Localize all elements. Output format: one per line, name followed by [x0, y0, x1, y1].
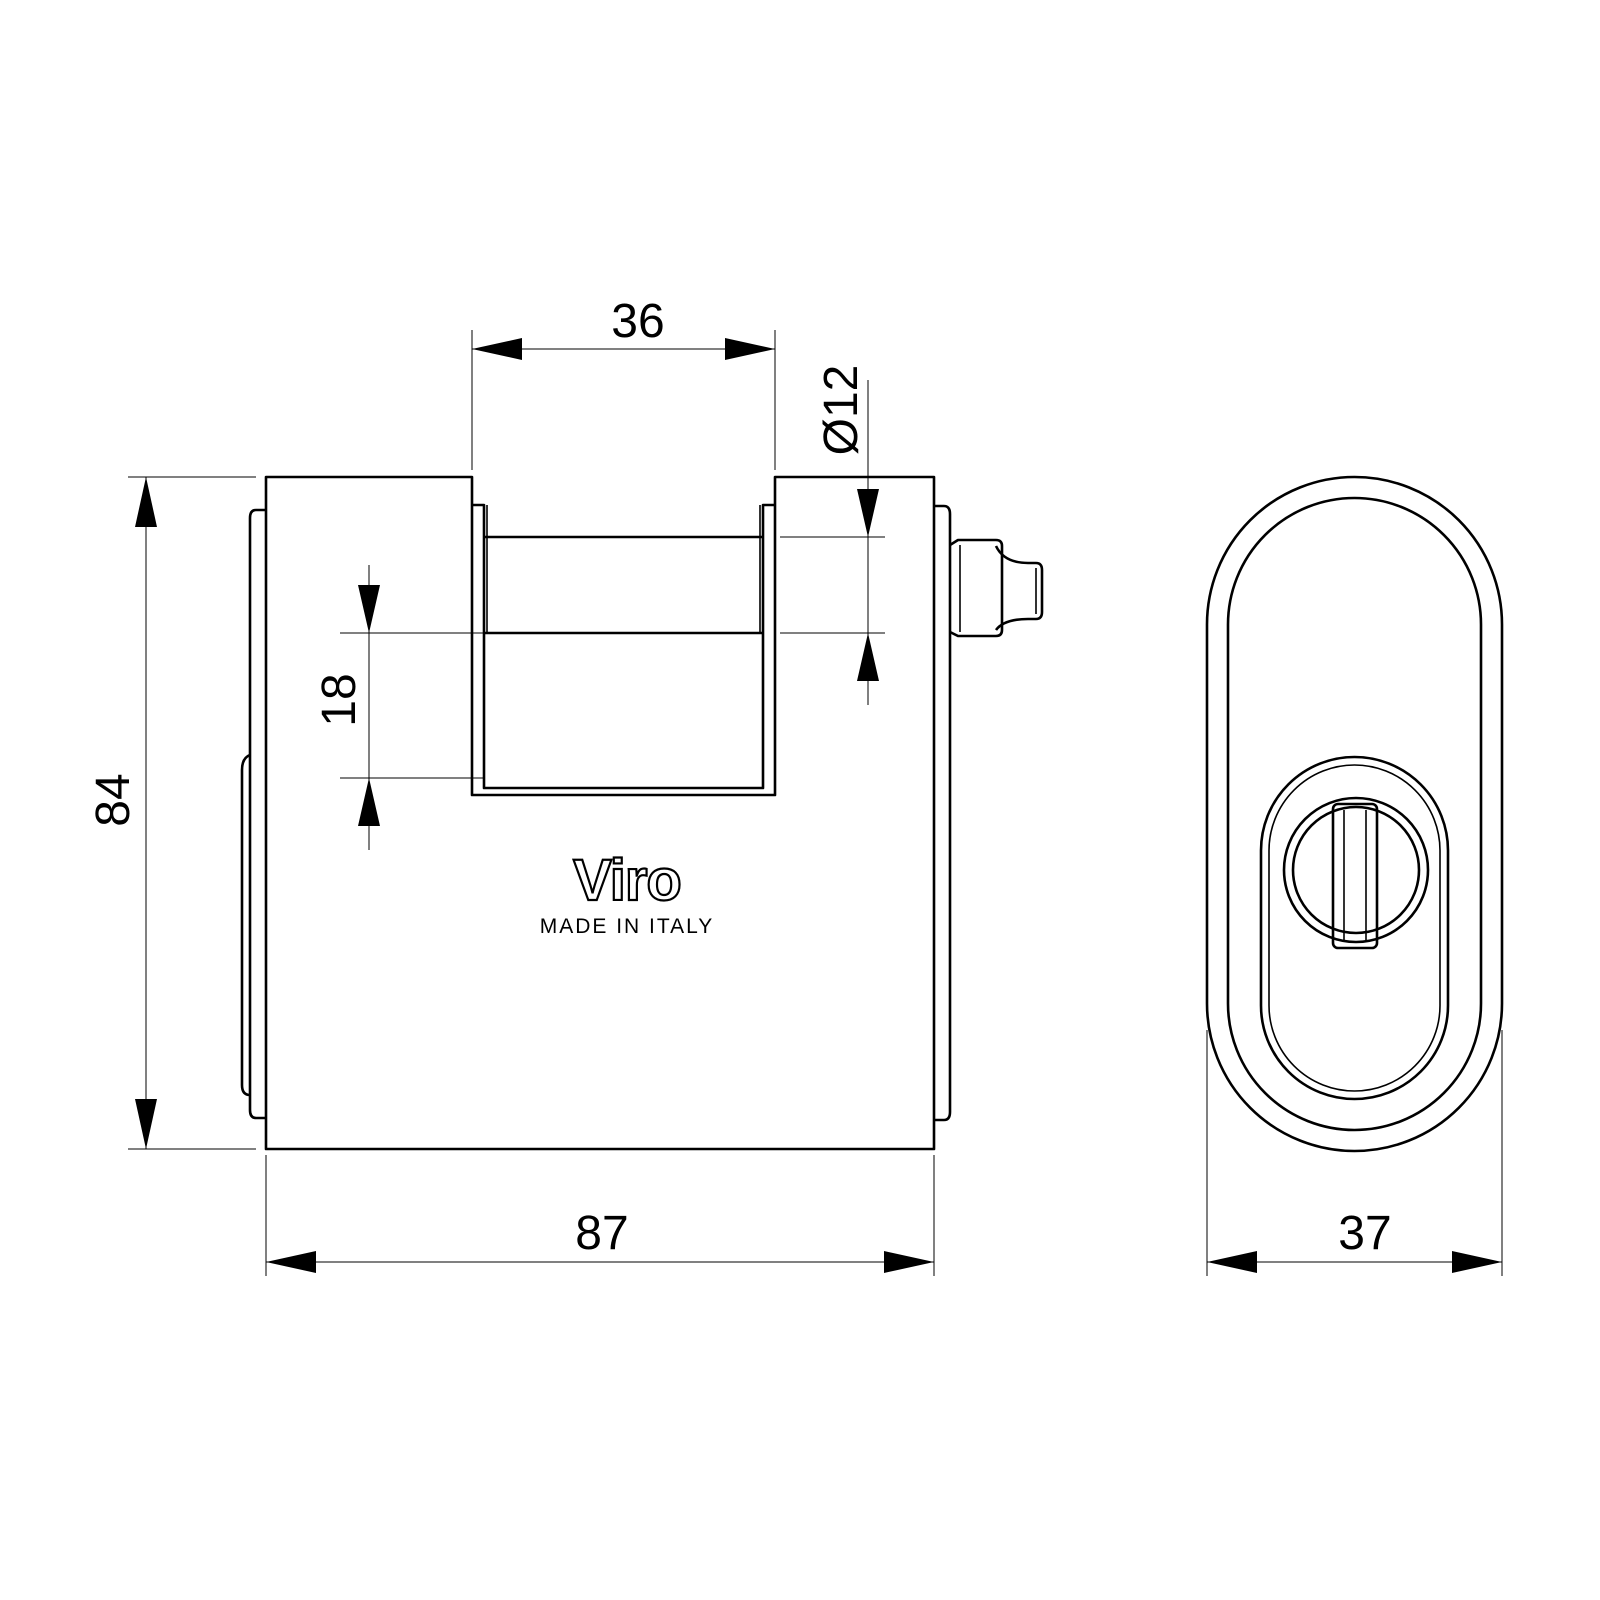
- dimension-body-width: 87: [265, 1155, 935, 1276]
- side-body-outer: [1205, 475, 1504, 1153]
- lock-body-outline: [264, 475, 936, 1151]
- left-side-rail: [248, 508, 266, 1120]
- dimension-label-37: 37: [1338, 1207, 1391, 1260]
- cylinder-plate-inner: [1268, 764, 1441, 1092]
- shackle: [472, 503, 775, 790]
- dimension-label-84: 84: [87, 773, 140, 826]
- key-slot-icon: [1331, 802, 1379, 950]
- keyhole-ring-outer: [1282, 796, 1430, 944]
- dimension-shackle-clearance: 18: [313, 565, 484, 850]
- locking-pin: [949, 538, 1044, 638]
- dimension-shackle-diameter: Ø12: [780, 365, 885, 705]
- side-view: [1205, 475, 1504, 1153]
- dimension-label-87: 87: [575, 1207, 628, 1260]
- dimension-label-18: 18: [313, 673, 366, 726]
- dimension-shackle-width: 36: [471, 295, 776, 470]
- side-body-inner: [1226, 496, 1483, 1132]
- dimension-label-36: 36: [611, 295, 664, 348]
- brand-logo: Viro: [573, 848, 681, 913]
- dimension-body-depth: 37: [1206, 1030, 1503, 1276]
- origin-label: MADE IN ITALY: [540, 915, 715, 938]
- keyhole-ring-inner: [1291, 805, 1421, 935]
- dimension-label-diameter-12: Ø12: [815, 365, 868, 456]
- front-view: Viro MADE IN ITALY: [240, 475, 1044, 1151]
- right-side-rail: [934, 504, 952, 1122]
- cylinder-plate: [1259, 755, 1450, 1101]
- dimension-body-height: 84: [87, 476, 256, 1150]
- left-side-rail-detail: [240, 753, 251, 1097]
